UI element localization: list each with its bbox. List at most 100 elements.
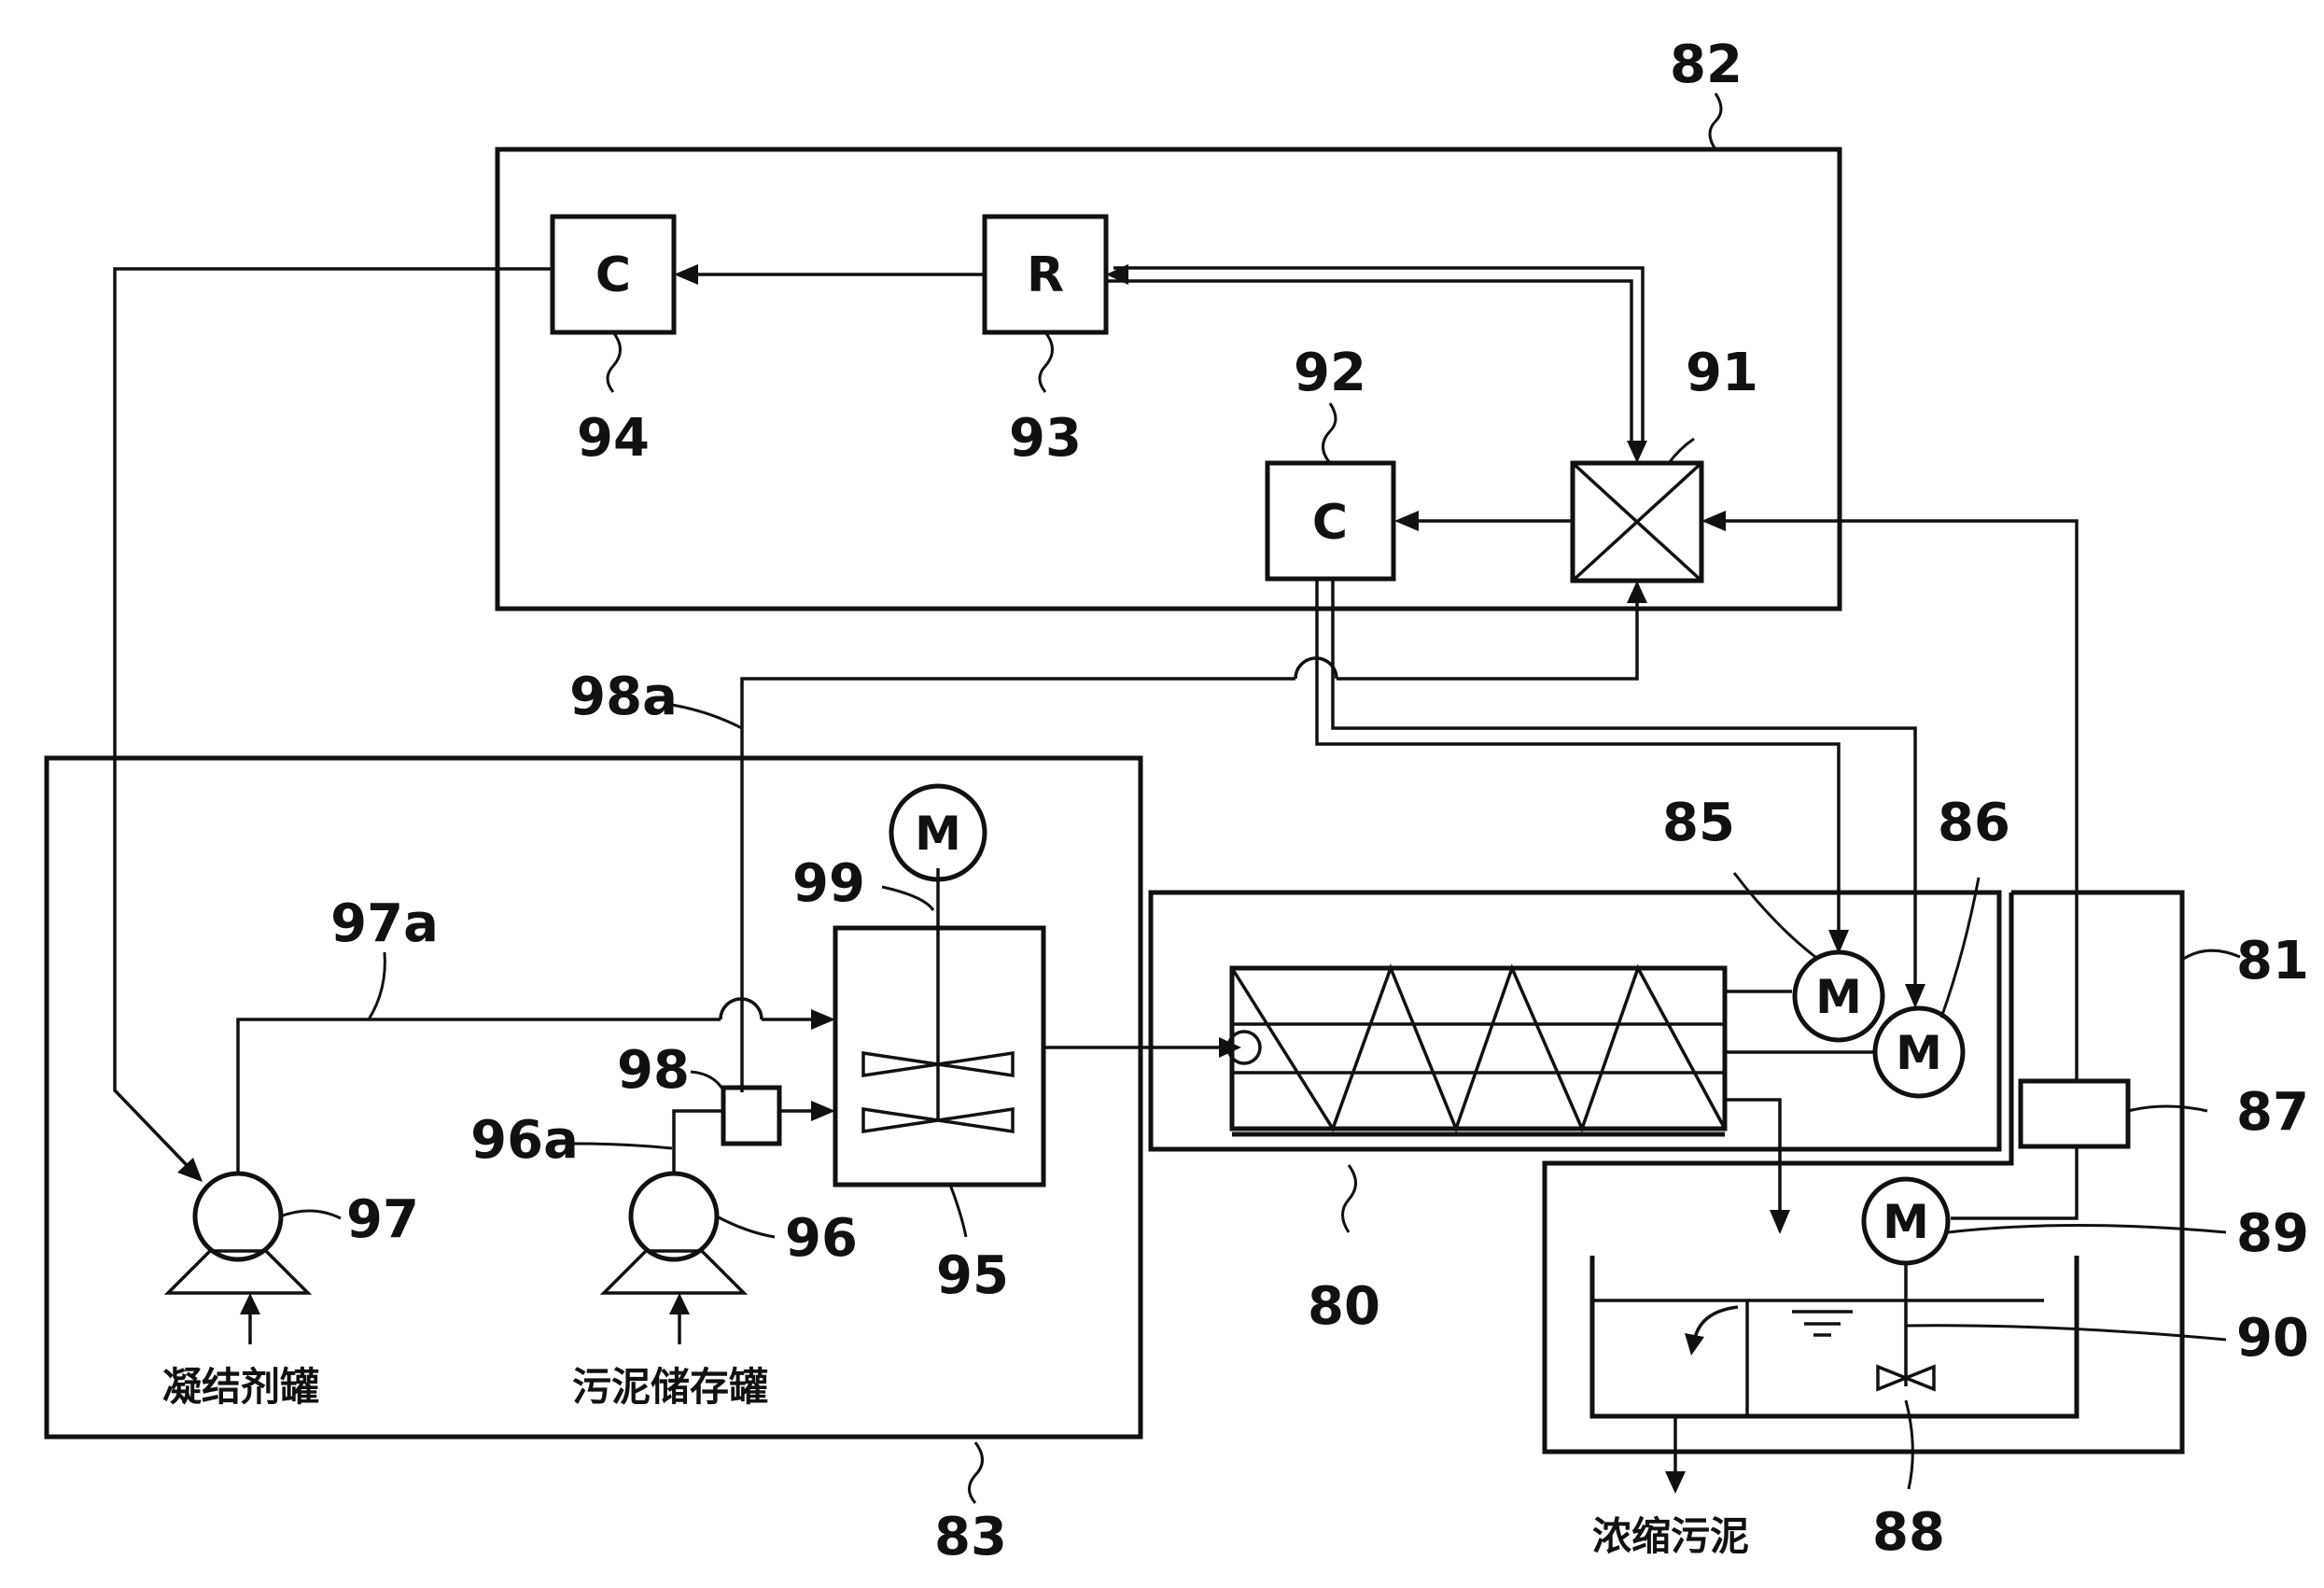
label-80: 80	[1308, 1276, 1380, 1337]
label-97: 97	[346, 1189, 419, 1250]
leader-94	[606, 331, 622, 393]
sludge-pump-96-base	[599, 1249, 749, 1295]
label-82: 82	[1670, 35, 1743, 95]
arrowhead-into-91-bottom	[1627, 581, 1647, 603]
caption-coagulant-tank: 凝结剂罐	[162, 1364, 319, 1410]
screw-thickener-drum	[1229, 965, 1728, 1131]
arrowhead-sludge-feed	[669, 1293, 690, 1314]
arrowhead-into-91-top	[1627, 441, 1647, 463]
controller-box-92	[1265, 460, 1396, 582]
signal-line-94-to-pump-97	[113, 267, 553, 1167]
label-94: 94	[577, 408, 650, 469]
leader-89	[1947, 1224, 2227, 1234]
agitator-blade-90	[1876, 1364, 1936, 1392]
coagulant-line-97a	[236, 1018, 721, 1173]
sludge-tank-88	[1589, 1256, 2079, 1419]
leader-93	[1038, 331, 1054, 393]
leader-96a	[573, 1142, 673, 1150]
label-98a: 98a	[569, 667, 678, 727]
flow-sensor-98	[721, 1085, 782, 1146]
arrowhead-into-93	[1106, 264, 1128, 285]
mixer-motor	[889, 783, 987, 882]
label-96a: 96a	[470, 1110, 579, 1171]
arrowhead-into-tank	[1770, 1210, 1790, 1234]
leader-92	[1322, 402, 1337, 464]
arrowhead-thickened-sludge	[1665, 1471, 1686, 1494]
label-83: 83	[934, 1507, 1007, 1567]
motor-89-letter: M	[1883, 1195, 1929, 1249]
signal-line-98a	[740, 677, 1295, 1092]
sludge-line-96a	[672, 1109, 723, 1173]
control-line-92-to-motor-86	[1331, 579, 1917, 990]
label-92: 92	[1294, 343, 1366, 403]
agitator-blade-lower	[861, 1106, 1015, 1134]
arrowhead-into-pump-97	[177, 1158, 203, 1182]
leader-95	[948, 1184, 968, 1238]
sludge-pump-96	[628, 1171, 720, 1262]
leader-83	[968, 1441, 984, 1504]
label-90: 90	[2236, 1308, 2309, 1369]
label-93: 93	[1009, 408, 1082, 469]
label-88: 88	[1872, 1502, 1945, 1563]
leader-96	[716, 1215, 776, 1239]
drive-motor-86	[1872, 1005, 1966, 1099]
arrowhead-overflow	[1685, 1333, 1704, 1356]
control-unit-enclosure-82	[495, 147, 1842, 611]
leader-85	[1732, 872, 1816, 959]
label-81: 81	[2236, 931, 2309, 991]
filtrate-discharge-line	[1725, 1098, 1782, 1214]
signal-line-98a-to-91	[1337, 599, 1639, 681]
leader-97a	[367, 951, 386, 1020]
sludge-sensor-87	[2018, 1078, 2131, 1149]
caption-sludge-storage-tank: 污泥储存罐	[572, 1364, 768, 1410]
mixer-motor-letter: M	[915, 807, 961, 861]
leader-90	[1905, 1324, 2227, 1342]
controller-92-letter: C	[1312, 495, 1348, 551]
label-89: 89	[2236, 1203, 2309, 1264]
label-95: 95	[936, 1245, 1009, 1306]
converter-91-cross-b	[1571, 461, 1703, 583]
label-91: 91	[1686, 343, 1758, 403]
label-87: 87	[2236, 1082, 2309, 1143]
coagulant-pump-97-base	[163, 1249, 313, 1295]
signal-line-87-to-91	[1722, 519, 2079, 1081]
dosing-unit-enclosure-83	[44, 755, 1143, 1440]
label-98: 98	[617, 1040, 690, 1101]
label-85: 85	[1662, 793, 1735, 853]
label-86: 86	[1938, 793, 2010, 853]
coagulant-pump-97	[192, 1171, 284, 1262]
arrowhead-into-94	[674, 264, 698, 285]
sensor-87-to-motor-89	[1951, 1146, 2079, 1220]
leader-88	[1904, 1399, 1914, 1490]
control-line-92-to-motor-85	[1315, 579, 1841, 935]
label-96: 96	[785, 1208, 858, 1269]
motor-86-letter: M	[1896, 1026, 1942, 1080]
caption-thickened-sludge: 浓缩污泥	[1592, 1513, 1749, 1559]
leader-98a	[671, 703, 743, 730]
drive-motor-85	[1792, 949, 1885, 1043]
leader-99	[881, 885, 935, 911]
arrowhead-into-92	[1394, 511, 1419, 531]
leader-98	[690, 1070, 725, 1091]
agitator-blade-upper	[861, 1050, 1015, 1078]
monitor-enclosure-81	[1542, 890, 2185, 1454]
thickener-enclosure-80	[1148, 890, 2002, 1152]
arrowhead-into-mixer-98	[811, 1101, 835, 1121]
leader-87	[2127, 1104, 2208, 1113]
arrowhead-coagulant-feed	[240, 1293, 260, 1314]
arrowhead-into-motor-86	[1905, 984, 1925, 1008]
screw-flight	[1230, 963, 1727, 1133]
leader-91	[1667, 437, 1695, 464]
arrowhead-into-motor-85	[1828, 930, 1849, 954]
arrowhead-into-91-right	[1701, 511, 1726, 531]
label-99: 99	[792, 853, 865, 914]
leader-80	[1341, 1164, 1357, 1233]
signal-line-91-to-93-outer	[1113, 266, 1645, 444]
controller-94-letter: C	[595, 247, 631, 303]
signal-line-91-to-93-inner	[1106, 279, 1633, 444]
leader-97	[279, 1209, 342, 1220]
leader-86	[1939, 877, 1981, 1019]
crossover-hump-97a	[719, 997, 763, 1020]
label-97a: 97a	[330, 893, 439, 954]
